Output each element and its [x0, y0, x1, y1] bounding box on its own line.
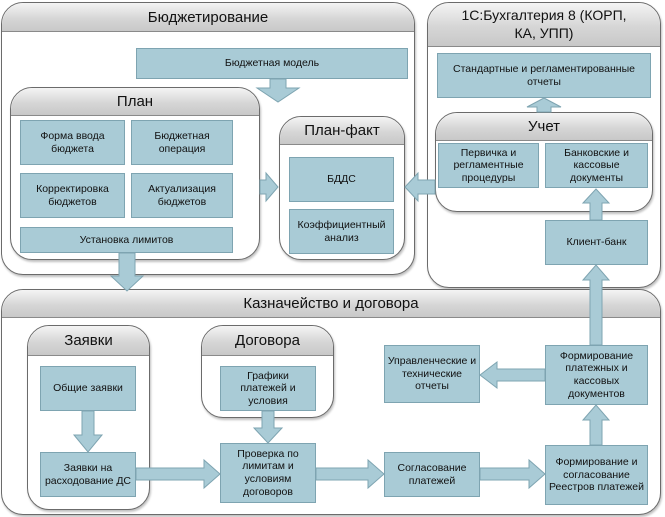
- client-bank-box: Клиент-банк: [545, 220, 648, 265]
- bank-cash-docs-box: Банковские и кассовые документы: [545, 143, 648, 188]
- plan-fact-title: План-факт: [280, 117, 404, 145]
- accounting-1c-title: 1С:Бухгалтерия 8 (КОРП, КА, УПП): [428, 3, 660, 47]
- arrow-paymentdocs-up: [581, 264, 611, 346]
- budget-model-box: Бюджетная модель: [136, 48, 408, 79]
- ratio-analysis-box: Коэффициентный анализ: [289, 209, 394, 254]
- budget-operation-box: Бюджетная операция: [131, 120, 233, 165]
- arrow-schedules-to-check: [252, 410, 284, 444]
- arrow-uchet-up-reports: [526, 97, 562, 113]
- payment-registers-box: Формирование и согласование Реестров пла…: [545, 445, 648, 505]
- arrow-general-to-spending: [72, 410, 104, 453]
- payment-documents-box: Формирование платежных и кассовых докуме…: [545, 345, 648, 405]
- arrow-plan-to-planfact: [259, 171, 279, 203]
- budget-actualization-box: Актуализация бюджетов: [131, 173, 233, 218]
- management-reports-box: Управленческие и технические отчеты: [384, 345, 480, 403]
- contracts-title: Договора: [202, 326, 333, 356]
- arrow-check-to-approval: [315, 458, 385, 490]
- arrow-docs-to-reports: [479, 360, 546, 390]
- requests-title: Заявки: [28, 326, 149, 356]
- arrow-registers-up: [581, 404, 611, 446]
- budgeting-title: Бюджетирование: [2, 3, 414, 32]
- general-requests-box: Общие заявки: [40, 366, 136, 411]
- arrow-budget-model-down: [255, 78, 301, 103]
- arrow-approval-to-registers: [479, 458, 546, 490]
- bdds-box: БДДС: [289, 157, 394, 202]
- arrow-uchet-to-planfact: [404, 171, 436, 203]
- limits-setup-box: Установка лимитов: [20, 227, 233, 253]
- plan-title: План: [11, 88, 259, 116]
- arrow-spending-to-check: [135, 458, 221, 490]
- arrow-clientbank-up: [581, 188, 611, 221]
- budget-adjustment-box: Корректировка бюджетов: [20, 173, 125, 218]
- primary-docs-box: Первичка и регламентные процедуры: [438, 143, 539, 188]
- spending-requests-box: Заявки на расходование ДС: [40, 452, 136, 497]
- uchet-title: Учет: [436, 113, 652, 141]
- arrow-limits-down: [109, 252, 145, 292]
- limits-check-box: Проверка по лимитам и условиям договоров: [220, 443, 316, 503]
- standard-reports-box: Стандартные и регламентированные отчеты: [437, 53, 651, 98]
- payment-schedules-box: Графики платежей и условия: [220, 366, 316, 411]
- treasury-title: Казначейство и договора: [2, 290, 660, 318]
- payment-approval-box: Согласование платежей: [384, 452, 480, 497]
- budget-input-form-box: Форма ввода бюджета: [20, 120, 125, 165]
